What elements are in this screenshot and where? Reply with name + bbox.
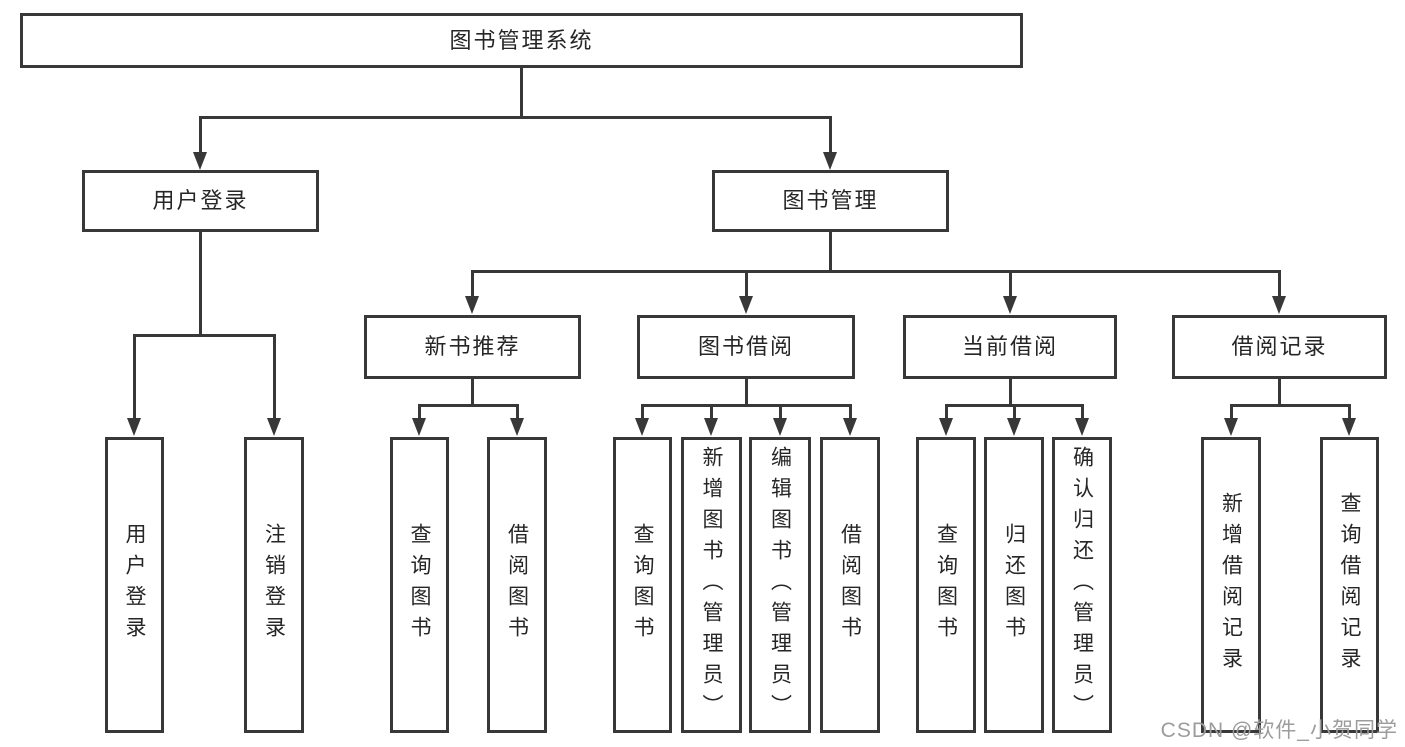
connector-stem: [1277, 379, 1281, 407]
connector-branch: [1347, 404, 1351, 422]
node-leaf-borrow-book-1: 借阅图书: [487, 437, 547, 733]
arrowhead-down-icon: [823, 152, 837, 170]
node-label: 查询图书: [934, 523, 958, 647]
arrowhead-down-icon: [465, 296, 479, 314]
node-label: 当前借阅: [961, 334, 1058, 359]
node-leaf-return-book: 归还图书: [984, 437, 1044, 733]
arrowhead-down-icon: [1003, 296, 1017, 314]
connector-branch: [1277, 270, 1281, 300]
node-leaf-query-record: 查询借阅记录: [1320, 437, 1379, 733]
connector-stem: [198, 232, 202, 337]
connector-branch: [1080, 404, 1084, 422]
node-leaf-logout: 注销登录: [244, 437, 304, 733]
arrowhead-down-icon: [1007, 418, 1021, 436]
node-user-login: 用户登录: [82, 170, 319, 232]
connector-branch: [640, 404, 644, 422]
connector-branch: [417, 404, 421, 422]
node-label: 查询图书: [631, 523, 654, 647]
arrowhead-down-icon: [739, 296, 753, 314]
node-root: 图书管理系统: [20, 13, 1023, 68]
node-label: 借阅图书: [505, 523, 529, 647]
connector-rail: [132, 334, 276, 337]
arrowhead-down-icon: [267, 418, 281, 436]
csdn-watermark: CSDN @软件_小贺同学: [1160, 719, 1398, 742]
connector-branch: [1012, 404, 1016, 422]
connector-stem: [1008, 379, 1012, 407]
connector-branch: [515, 404, 519, 422]
connector-rail: [198, 116, 832, 119]
node-label: 用户登录: [152, 188, 249, 213]
arrowhead-down-icon: [1272, 296, 1286, 314]
node-label: 用户登录: [123, 523, 146, 647]
node-leaf-borrow-book-2: 借阅图书: [820, 437, 880, 733]
node-leaf-query-book-3: 查询图书: [916, 437, 976, 733]
node-leaf-query-book-2: 查询图书: [613, 437, 672, 733]
arrowhead-down-icon: [1224, 418, 1238, 436]
connector-stem: [828, 232, 832, 273]
connector-rail: [640, 404, 852, 407]
arrowhead-down-icon: [773, 418, 787, 436]
connector-branch: [828, 116, 832, 156]
connector-branch: [132, 334, 136, 422]
node-label: 借阅图书: [838, 523, 862, 647]
node-new-book-recommend: 新书推荐: [364, 315, 581, 379]
connector-rail: [417, 404, 519, 407]
node-leaf-user-login: 用户登录: [105, 437, 164, 733]
node-leaf-edit-book: 编辑图书（管理员）: [749, 437, 811, 733]
connector-rail: [1229, 404, 1351, 407]
arrowhead-down-icon: [635, 418, 649, 436]
connector-branch: [709, 404, 713, 422]
arrowhead-down-icon: [1075, 418, 1089, 436]
arrowhead-down-icon: [127, 418, 141, 436]
arrowhead-down-icon: [843, 418, 857, 436]
node-label: 新书推荐: [424, 334, 521, 359]
connector-stem: [744, 379, 748, 407]
node-book-borrowing: 图书借阅: [637, 315, 855, 379]
connector-branch: [848, 404, 852, 422]
node-label: 归还图书: [1002, 523, 1026, 647]
connector-rail: [470, 270, 1281, 273]
arrowhead-down-icon: [939, 418, 953, 436]
connector-branch: [944, 404, 948, 422]
node-label: 编辑图书（管理员）: [768, 445, 792, 725]
arrowhead-down-icon: [704, 418, 718, 436]
node-leaf-query-book-1: 查询图书: [390, 437, 449, 733]
node-label: 新增借阅记录: [1219, 492, 1243, 678]
arrowhead-down-icon: [193, 152, 207, 170]
connector-branch: [778, 404, 782, 422]
node-label: 借阅记录: [1231, 334, 1328, 359]
connector-stem: [519, 68, 523, 119]
connector-branch: [198, 116, 202, 156]
node-borrowing-records: 借阅记录: [1172, 315, 1387, 379]
connector-branch: [1008, 270, 1012, 300]
node-book-management: 图书管理: [712, 170, 949, 232]
node-leaf-add-book: 新增图书（管理员）: [681, 437, 742, 733]
arrowhead-down-icon: [510, 418, 524, 436]
node-label: 查询借阅记录: [1338, 492, 1361, 678]
node-label: 图书借阅: [697, 334, 794, 359]
connector-branch: [272, 334, 276, 422]
connector-branch: [1229, 404, 1233, 422]
connector-stem: [470, 379, 474, 407]
connector-branch: [470, 270, 474, 300]
arrowhead-down-icon: [1342, 418, 1356, 436]
node-label: 新增图书（管理员）: [700, 445, 723, 725]
node-leaf-add-record: 新增借阅记录: [1201, 437, 1261, 733]
node-label: 确认归还（管理员）: [1070, 445, 1094, 725]
node-label: 查询图书: [408, 523, 431, 647]
arrowhead-down-icon: [412, 418, 426, 436]
node-label: 图书管理系统: [449, 27, 594, 53]
node-leaf-confirm-return: 确认归还（管理员）: [1052, 437, 1112, 733]
node-current-borrowing: 当前借阅: [903, 315, 1117, 379]
connector-branch: [744, 270, 748, 300]
node-label: 注销登录: [262, 523, 286, 647]
node-label: 图书管理: [782, 188, 879, 213]
